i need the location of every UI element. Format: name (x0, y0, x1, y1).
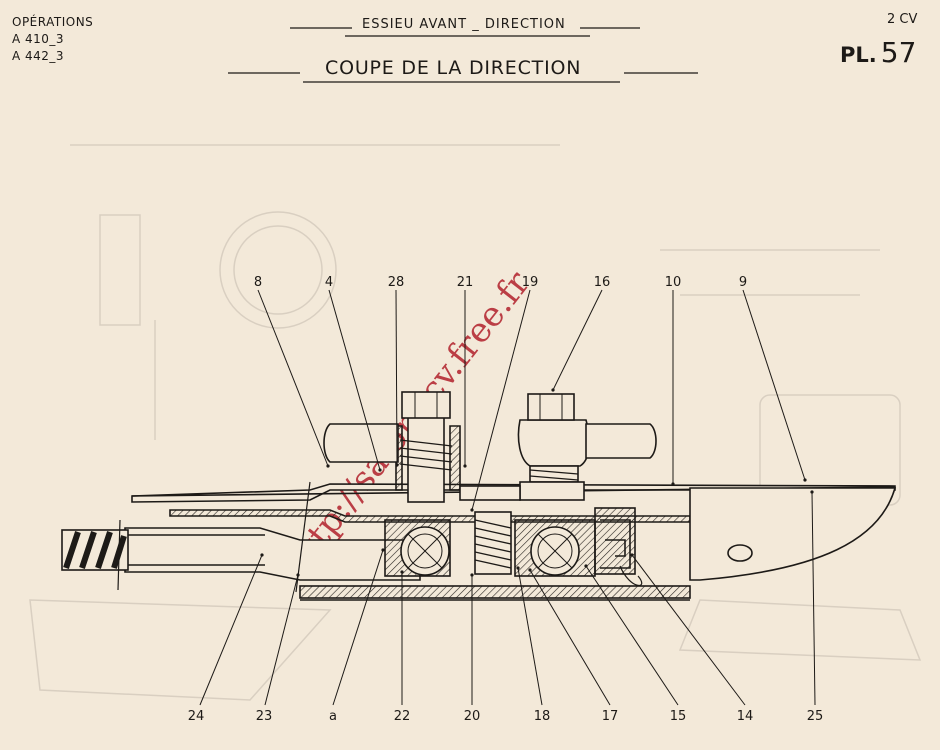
callout-25: 25 (807, 709, 824, 724)
callout-a: a (329, 709, 337, 724)
callout-21: 21 (457, 275, 474, 290)
callout-24: 24 (188, 709, 205, 724)
callout-19: 19 (522, 275, 539, 290)
callout-14: 14 (737, 709, 754, 724)
callout-15: 15 (670, 709, 687, 724)
callout-16: 16 (594, 275, 611, 290)
show-through-ghost (29, 144, 922, 701)
callout-20: 20 (464, 709, 481, 724)
callout-10: 10 (665, 275, 682, 290)
steering-mechanism (61, 391, 897, 601)
leader-lines (199, 289, 816, 706)
operation-code-1: A 410_3 (12, 32, 65, 46)
operation-code-2: A 442_3 (12, 49, 65, 63)
callout-28: 28 (388, 275, 405, 290)
callout-9: 9 (739, 275, 747, 290)
callout-8: 8 (254, 275, 262, 290)
plate-prefix: PL. (840, 43, 877, 67)
callout-23: 23 (256, 709, 273, 724)
section-title: ESSIEU AVANT _ DIRECTION (362, 17, 566, 32)
callout-4: 4 (325, 275, 333, 290)
callout-18: 18 (534, 709, 551, 724)
header-rules (228, 27, 698, 83)
operations-label: OPÉRATIONS (12, 15, 94, 29)
callout-22: 22 (394, 709, 411, 724)
plate-title: COUPE DE LA DIRECTION (325, 57, 582, 79)
plate-number-value: 57 (880, 36, 917, 69)
vehicle-model: 2 CV (887, 12, 918, 27)
operations-block: OPÉRATIONS A 410_3 A 442_3 (12, 14, 93, 65)
plate-number: PL.57 (840, 36, 916, 69)
callout-17: 17 (602, 709, 619, 724)
